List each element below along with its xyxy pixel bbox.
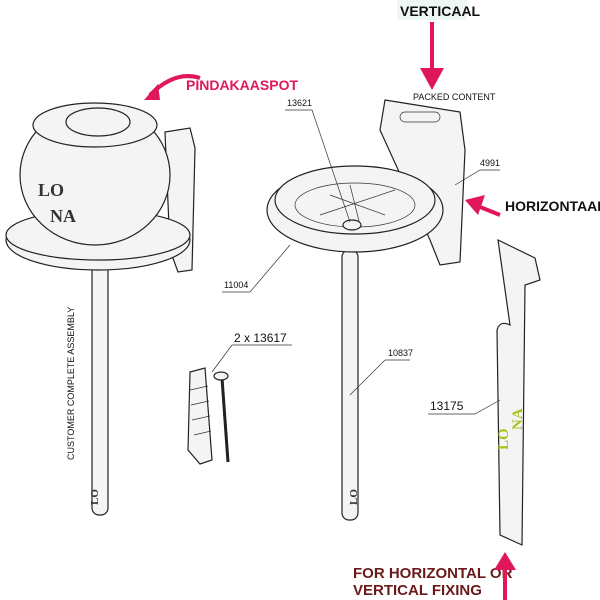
plug-ribs xyxy=(189,385,212,436)
leader-11004 xyxy=(222,244,291,293)
arrow-head-icon xyxy=(494,552,516,570)
bracket-slot xyxy=(399,111,441,123)
logo-pole-left: LO xyxy=(89,489,101,505)
logo-strap: LO NA xyxy=(496,408,526,450)
logo-text: LO xyxy=(496,428,512,450)
label-13175: 13175 xyxy=(430,399,464,413)
strap xyxy=(496,238,541,546)
callout-horizontal: HORIZONTAAL xyxy=(465,195,600,217)
logo-text: LO xyxy=(38,180,64,200)
jar-opening xyxy=(65,107,131,137)
leader-4991 xyxy=(454,169,500,186)
pole-left xyxy=(91,239,109,516)
leader-13617 xyxy=(211,344,292,373)
holder-parts: LO 13621 4991 11004 10837 PACKED CONTENT xyxy=(222,92,500,521)
ring-spokes xyxy=(319,184,396,226)
strap-13175: LO NA 13175 xyxy=(428,238,541,546)
complete-assembly: LO NA CUSTOMER COMPLETE ASSEMBLY LO PIND… xyxy=(5,74,298,516)
leader-10837 xyxy=(349,359,410,396)
packed-content-label: PACKED CONTENT xyxy=(413,92,496,102)
screw-head xyxy=(213,371,229,381)
callout-horizontal-text: HORIZONTAAL xyxy=(505,198,600,214)
label-4991: 4991 xyxy=(480,158,500,168)
callout-fixing-line2: VERTICAL FIXING xyxy=(353,582,482,599)
label-13621: 13621 xyxy=(287,98,312,108)
assembly-label: CUSTOMER COMPLETE ASSEMBLY xyxy=(66,307,76,460)
wall-plug xyxy=(187,367,213,465)
ring-inner xyxy=(274,165,436,235)
pole-10837 xyxy=(341,249,359,521)
callout-pindakaaspot: PINDAKAASPOT xyxy=(186,77,298,93)
label-11004: 11004 xyxy=(224,280,248,290)
logo-text: NA xyxy=(510,408,526,430)
callout-vertical: VERTICAAL xyxy=(397,0,481,90)
logo-text: NA xyxy=(50,206,76,226)
arrow-head-icon xyxy=(144,84,160,100)
arrow-head-icon xyxy=(420,68,444,90)
logo-pole-center: LO xyxy=(348,489,360,505)
screw-13621 xyxy=(342,219,362,231)
label-13617: 2 x 13617 xyxy=(234,331,287,345)
leader-13621 xyxy=(285,109,351,223)
callout-vertical-text: VERTICAAL xyxy=(400,3,481,19)
leader-13175 xyxy=(428,399,501,415)
logo-ball: LO NA xyxy=(38,180,76,226)
label-10837: 10837 xyxy=(388,348,413,358)
callout-bg xyxy=(397,0,467,20)
callout-fixing: FOR HORIZONTAL OR VERTICAL FIXING xyxy=(353,552,516,600)
plug-and-screw-13617: 2 x 13617 xyxy=(187,331,292,465)
arrow-head-icon xyxy=(465,195,485,215)
callout-fixing-line1: FOR HORIZONTAL OR xyxy=(353,565,513,582)
screw xyxy=(220,377,230,463)
